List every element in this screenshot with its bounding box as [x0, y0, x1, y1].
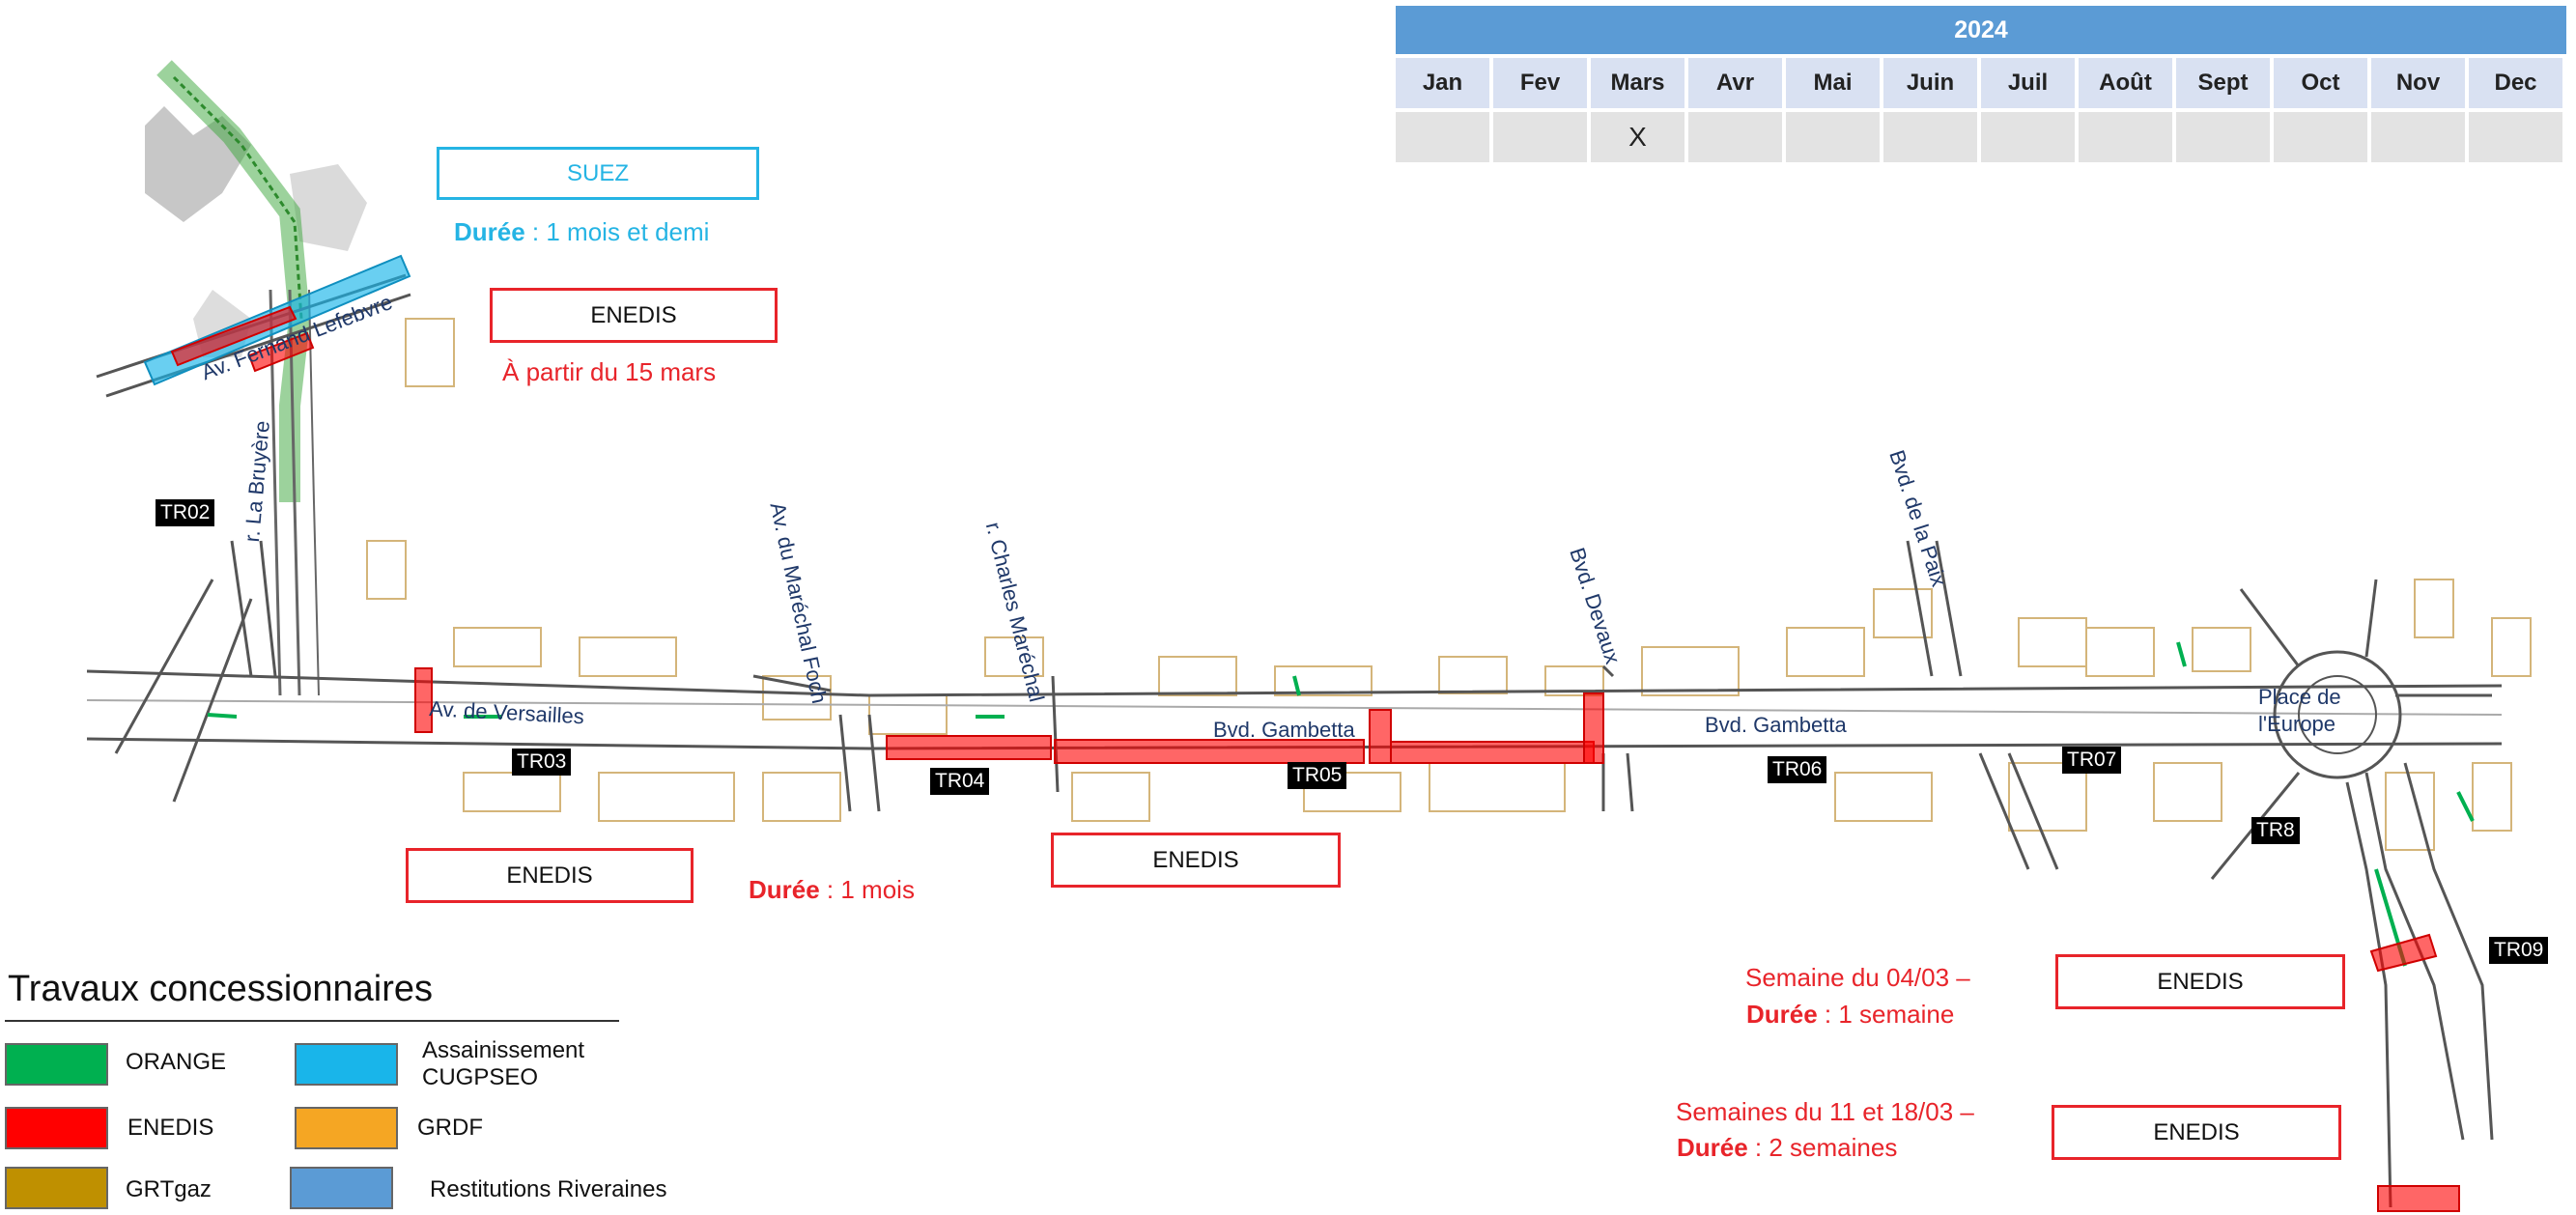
month-mars: Mars — [1591, 58, 1684, 108]
r1-duration: Durée : 1 semaine — [1746, 1000, 1954, 1030]
r2-duration-value: : 2 semaines — [1747, 1133, 1898, 1162]
place-europe-line2: l'Europe — [2258, 712, 2336, 736]
enedis-top-box: ENEDIS — [490, 288, 778, 343]
legend-swatch-orange — [5, 1043, 108, 1086]
mark-fev — [1493, 112, 1587, 162]
legend-swatch-cugpseo — [295, 1043, 398, 1086]
orange-works — [207, 641, 2475, 967]
mark-dec — [2469, 112, 2562, 162]
legend-swatch-grtgaz — [5, 1167, 108, 1209]
street-gambetta-1: Bvd. Gambetta — [1213, 718, 1355, 742]
month-juil: Juil — [1981, 58, 2075, 108]
legend-swatch-restitutions — [290, 1167, 393, 1209]
suez-duration-label: Durée — [454, 217, 525, 246]
month-sept: Sept — [2176, 58, 2270, 108]
section-tr02: TR02 — [156, 499, 215, 526]
mark-juin — [1883, 112, 1977, 162]
suez-duration-value: : 1 mois et demi — [524, 217, 710, 246]
place-europe-line1: Place de — [2258, 685, 2341, 709]
month-nov: Nov — [2371, 58, 2465, 108]
legend-label-orange: ORANGE — [126, 1049, 227, 1075]
enedis-works — [170, 305, 2460, 1212]
r2-duration: Durée : 2 semaines — [1677, 1133, 1897, 1163]
mid-duration-label: Durée — [749, 875, 820, 904]
section-tr06: TR06 — [1768, 756, 1827, 783]
legend-label-grtgaz: GRTgaz — [126, 1176, 212, 1202]
enedis-mid-box: ENEDIS — [1051, 833, 1341, 888]
month-aout: Août — [2079, 58, 2172, 108]
mark-jan — [1396, 112, 1489, 162]
mark-sept — [2176, 112, 2270, 162]
r1-week: Semaine du 04/03 – — [1745, 963, 1970, 992]
legend-label-cugpseo: Assainissement CUGPSEO — [422, 1037, 585, 1090]
calendar-months-row: Jan Fev Mars Avr Mai Juin Juil Août Sept… — [1396, 58, 2566, 108]
street-gambetta-2: Bvd. Gambetta — [1705, 713, 1847, 737]
suez-box: SUEZ — [437, 147, 759, 200]
legend-swatch-enedis — [5, 1107, 108, 1149]
r1-duration-value: : 1 semaine — [1817, 1000, 1955, 1029]
mark-aout — [2079, 112, 2172, 162]
section-tr09: TR09 — [2489, 937, 2549, 964]
month-juin: Juin — [1883, 58, 1977, 108]
r1-duration-label: Durée — [1746, 1000, 1818, 1029]
section-tr8: TR8 — [2251, 817, 2300, 844]
mark-mai — [1786, 112, 1880, 162]
month-oct: Oct — [2274, 58, 2367, 108]
month-fev: Fev — [1493, 58, 1587, 108]
section-tr07: TR07 — [2062, 747, 2122, 774]
road-network — [86, 273, 2503, 1208]
mark-nov — [2371, 112, 2465, 162]
r2-week: Semaines du 11 et 18/03 – — [1676, 1097, 1974, 1126]
mark-oct — [2274, 112, 2367, 162]
r2-duration-label: Durée — [1677, 1133, 1748, 1162]
mark-avr — [1688, 112, 1782, 162]
mid-duration-value: : 1 mois — [819, 875, 915, 904]
legend-divider — [5, 1020, 619, 1022]
suez-duration: Durée : 1 mois et demi — [454, 217, 709, 247]
section-tr05: TR05 — [1288, 762, 1347, 789]
mark-juil — [1981, 112, 2075, 162]
legend-title: Travaux concessionnaires — [8, 969, 434, 1009]
schedule-calendar: 2024 Jan Fev Mars Avr Mai Juin Juil Août… — [1396, 6, 2566, 162]
section-tr04: TR04 — [930, 768, 990, 795]
legend-swatch-grdf — [295, 1107, 398, 1149]
month-avr: Avr — [1688, 58, 1782, 108]
calendar-year: 2024 — [1396, 6, 2566, 54]
legend-label-restitutions: Restitutions Riveraines — [430, 1176, 667, 1202]
enedis-r2-box: ENEDIS — [2052, 1105, 2341, 1160]
railway-area — [145, 60, 367, 696]
month-dec: Dec — [2469, 58, 2562, 108]
month-mai: Mai — [1786, 58, 1880, 108]
section-tr03: TR03 — [512, 749, 572, 776]
enedis-left-box: ENEDIS — [406, 848, 694, 903]
building-outlines — [366, 318, 2532, 851]
calendar-marks-row: X — [1396, 112, 2566, 162]
month-jan: Jan — [1396, 58, 1489, 108]
enedis-top-date: À partir du 15 mars — [502, 357, 717, 386]
mid-duration: Durée : 1 mois — [749, 875, 915, 905]
legend-label-grdf: GRDF — [417, 1115, 483, 1141]
legend-label-enedis: ENEDIS — [127, 1115, 214, 1141]
mark-mars: X — [1591, 112, 1684, 162]
enedis-r1-box: ENEDIS — [2055, 954, 2345, 1009]
